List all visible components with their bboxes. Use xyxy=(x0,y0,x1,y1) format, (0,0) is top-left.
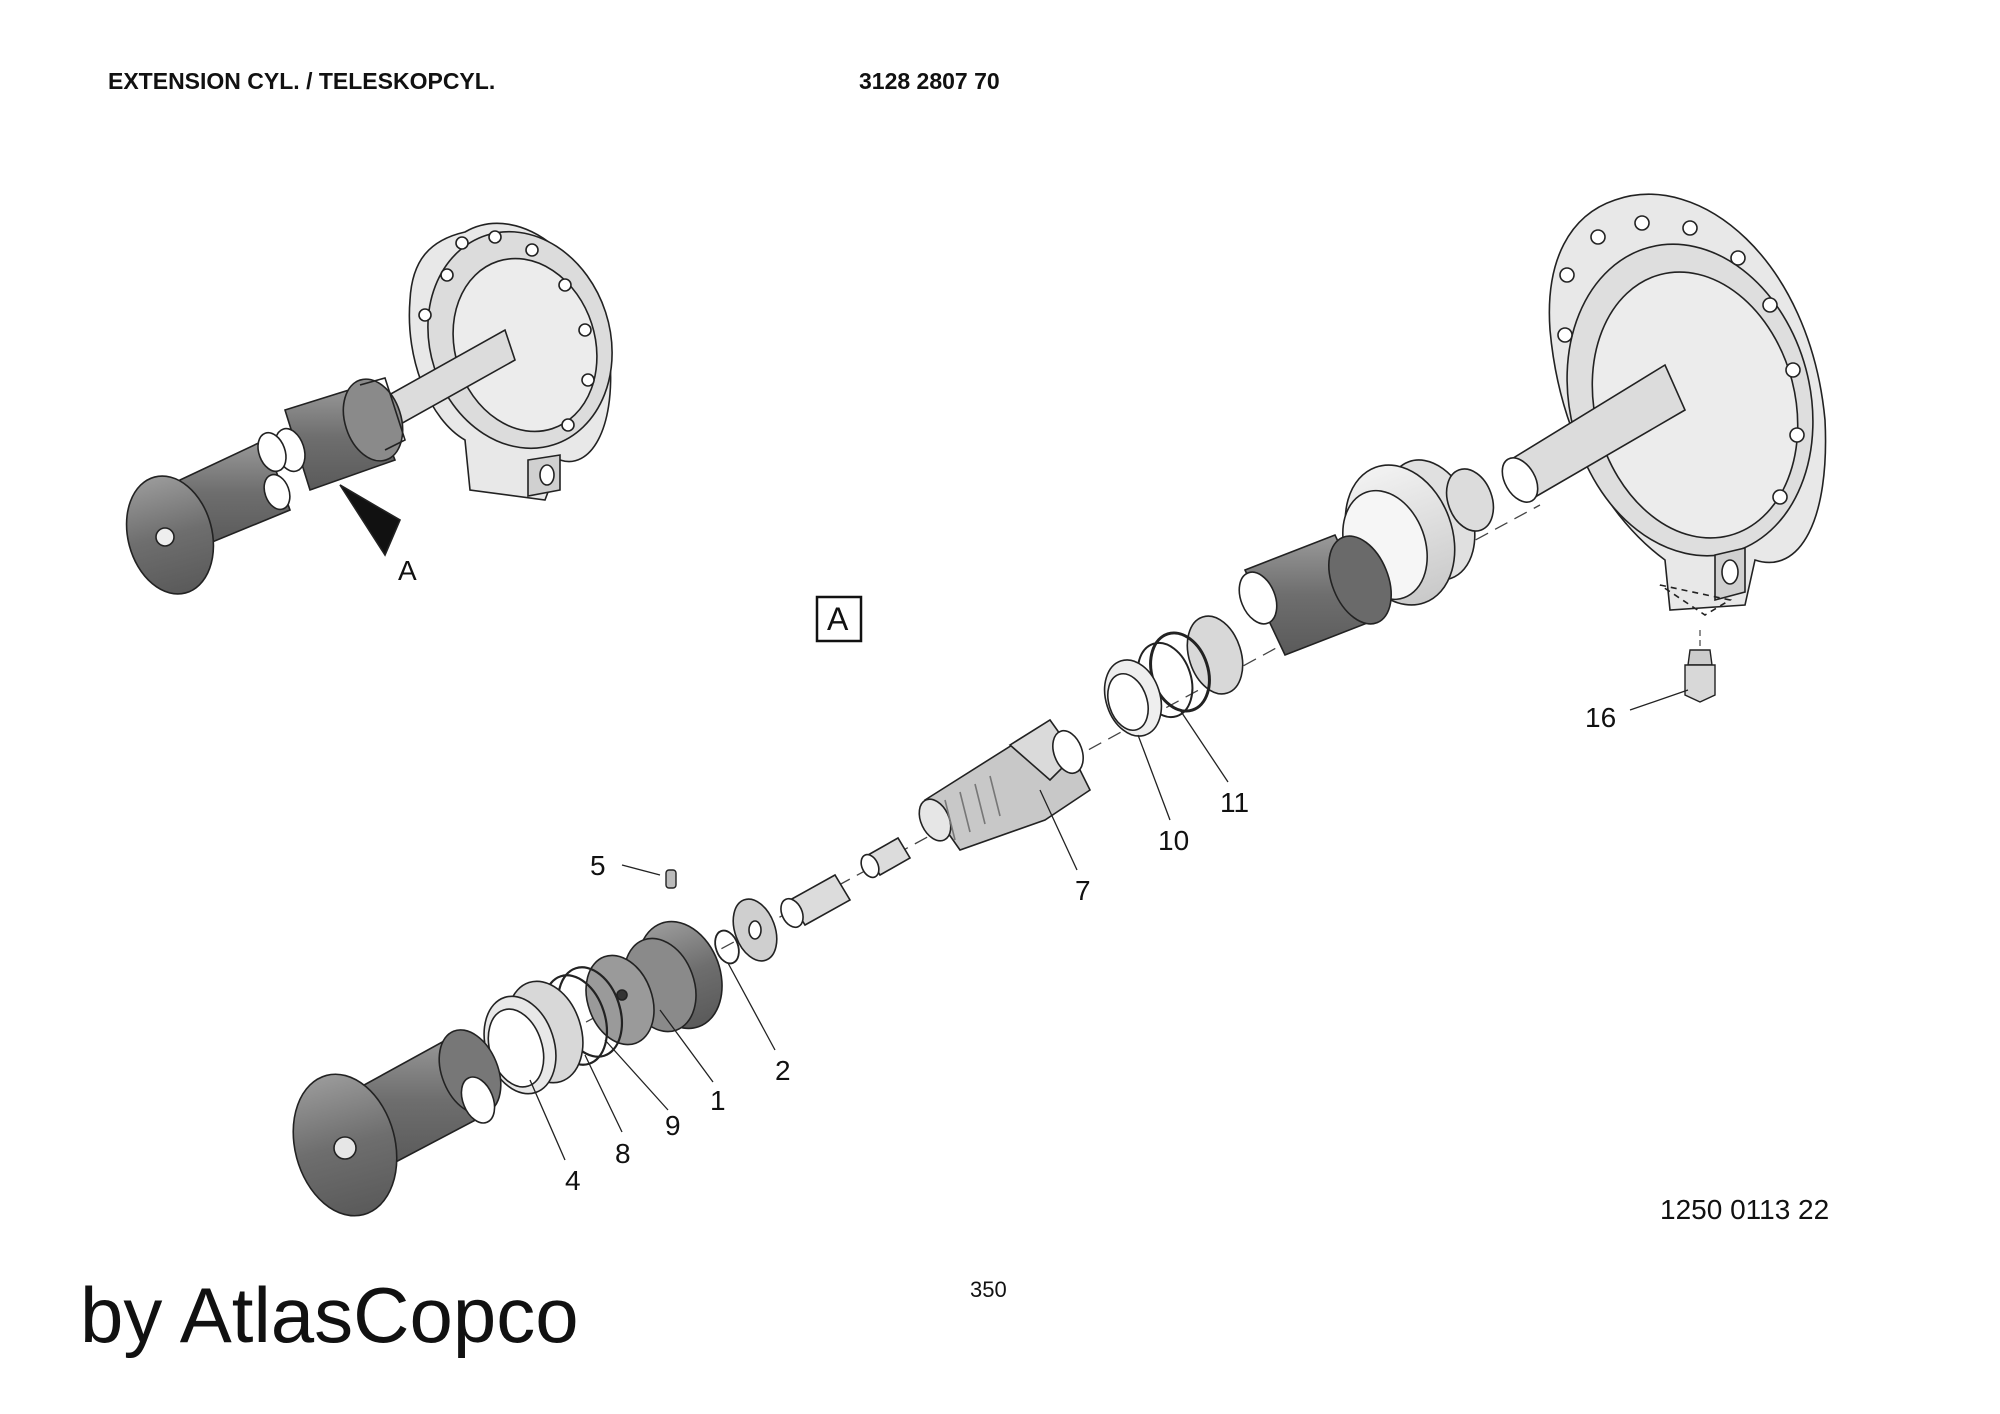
callout-5: 5 xyxy=(590,850,606,881)
overview-tube xyxy=(274,377,406,492)
page-title: EXTENSION CYL. / TELESKOPCYL. xyxy=(108,68,496,94)
overview-piston xyxy=(125,431,292,595)
washer xyxy=(732,898,778,962)
hydraulic-fitting xyxy=(1684,649,1716,703)
dark-sleeve xyxy=(1238,533,1392,657)
overview-flange xyxy=(408,222,613,501)
figure-number: 1250 0113 22 xyxy=(1660,1194,1830,1225)
part-number: 3128 2807 70 xyxy=(859,68,1000,94)
piston-head xyxy=(585,920,723,1046)
detail-pointer-label: A xyxy=(398,555,417,586)
bushing-set xyxy=(1103,615,1244,737)
page-number: 350 xyxy=(970,1277,1007,1302)
callout-11: 11 xyxy=(1220,787,1249,818)
set-screw xyxy=(665,869,677,889)
leader-lines xyxy=(529,689,1689,1161)
brand-watermark: by AtlasCopco xyxy=(80,1271,579,1359)
callout-10: 10 xyxy=(1158,825,1189,856)
end-cap xyxy=(292,1029,502,1217)
callout-2: 2 xyxy=(775,1055,791,1086)
callout-7: 7 xyxy=(1075,875,1091,906)
spacer-tube-2 xyxy=(780,873,852,929)
right-flange xyxy=(1548,193,1827,616)
detail-view-label: A xyxy=(827,601,849,637)
o-ring xyxy=(714,929,740,965)
callout-16: 16 xyxy=(1585,702,1616,733)
overview-assembly xyxy=(125,222,613,595)
callout-9: 9 xyxy=(665,1110,681,1141)
callout-4: 4 xyxy=(565,1165,581,1196)
guide-bushing xyxy=(483,980,584,1095)
piston-rod xyxy=(918,718,1092,851)
spacer-tube-1 xyxy=(860,836,912,879)
callout-1: 1 xyxy=(710,1085,726,1116)
callout-8: 8 xyxy=(615,1138,631,1169)
detail-view-box xyxy=(815,595,863,643)
detail-pointer-arrow xyxy=(339,484,402,557)
